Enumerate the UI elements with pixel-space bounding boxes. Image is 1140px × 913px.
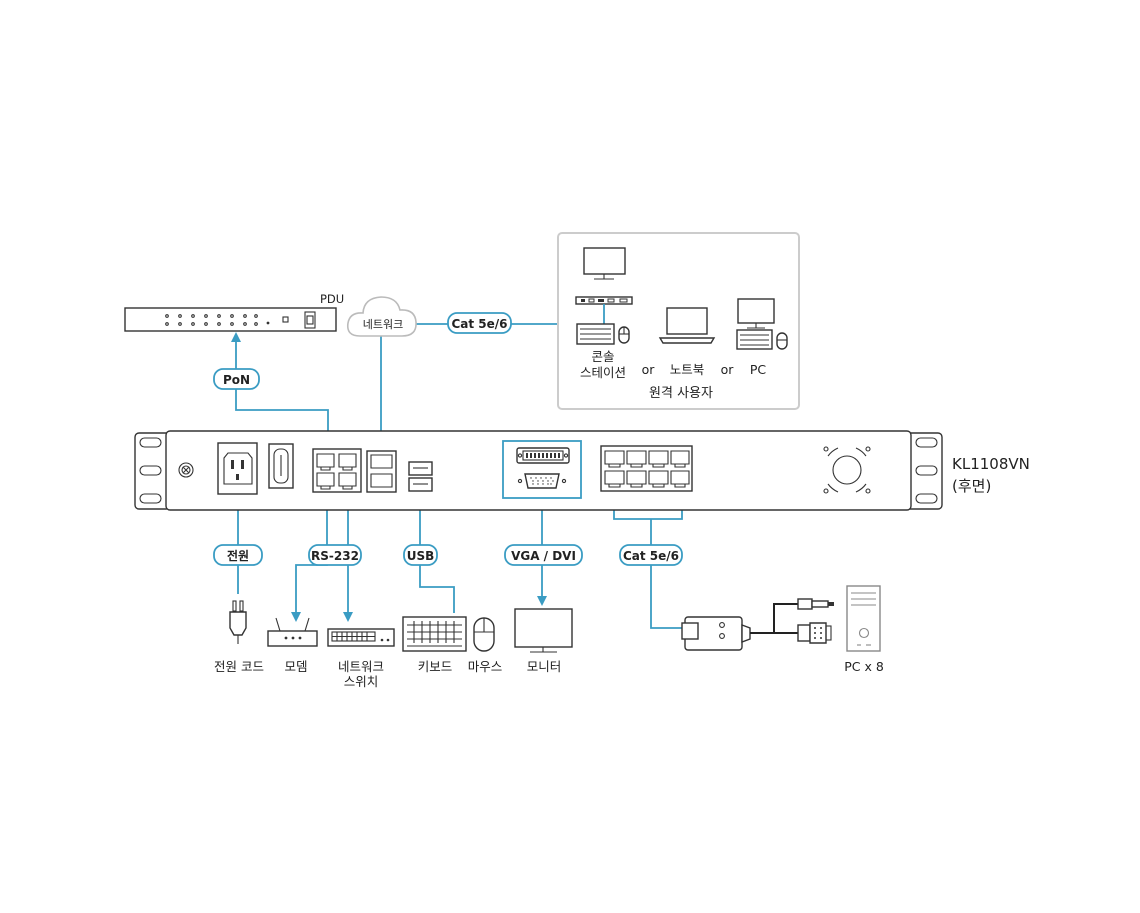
- monitor-label: 모니터: [527, 659, 562, 674]
- rs232-ports: [312, 448, 362, 493]
- rs232-pill-label: RS-232: [311, 549, 359, 563]
- fan-icon: [823, 446, 871, 494]
- cloud-icon: [346, 296, 417, 337]
- pdu-icon: [124, 307, 337, 332]
- mouse-icon: [473, 617, 495, 652]
- or-label-2: or: [721, 362, 735, 377]
- power-plug-icon: [229, 600, 247, 644]
- mouse-label: 마우스: [468, 659, 503, 674]
- usb-ports: [408, 461, 433, 492]
- kvm-ports: [600, 445, 693, 492]
- console-keyboard-icon: [576, 323, 615, 345]
- console-monitor-icon: [583, 247, 626, 280]
- kvm-module-icon: [575, 296, 633, 305]
- kvm-switch-rear-panel: [134, 430, 943, 511]
- laptop-icon: [658, 307, 716, 344]
- cat-bottom-pill-label: Cat 5e/6: [623, 549, 679, 563]
- cat-top-pill: Cat 5e/6: [447, 312, 512, 334]
- pc-icon: [736, 298, 788, 350]
- power-switch-icon: [268, 443, 294, 489]
- lan-ports: [366, 450, 397, 493]
- cat-bottom-pill: Cat 5e/6: [619, 544, 683, 566]
- pc-remote-label: PC: [750, 362, 767, 377]
- model-sub-label: (후면): [952, 477, 991, 495]
- ground-screw-icon: [178, 462, 194, 478]
- modem-label: 모뎀: [284, 659, 307, 674]
- rs232-pill: RS-232: [308, 544, 362, 566]
- console-label-1: 콘솔: [591, 349, 614, 364]
- kvm-adapter-icon: [681, 598, 834, 651]
- remote-user-label: 원격 사용자: [649, 386, 713, 401]
- pon-label: PoN: [223, 373, 250, 387]
- net-switch-label-1: 네트워크: [338, 659, 384, 674]
- power-cord-label: 전원 코드: [214, 659, 264, 674]
- network-switch-icon: [327, 628, 395, 647]
- notebook-label: 노트북: [670, 362, 705, 377]
- vga-dvi-pill: VGA / DVI: [504, 544, 583, 566]
- vga-dvi-pill-label: VGA / DVI: [511, 549, 576, 563]
- power-pill: 전원: [213, 544, 263, 566]
- model-label: KL1108VN: [952, 455, 1030, 473]
- video-ports: [502, 440, 582, 499]
- usb-pill-label: USB: [407, 549, 435, 563]
- keyboard-label: 키보드: [418, 659, 453, 674]
- pon-pill: PoN: [213, 368, 260, 390]
- power-inlet-icon: [217, 442, 258, 495]
- monitor-icon: [514, 608, 573, 653]
- console-label-2: 스테이션: [580, 365, 626, 380]
- pdu-label: PDU: [320, 292, 344, 306]
- power-pill-label: 전원: [227, 548, 249, 563]
- net-switch-label-2: 스위치: [344, 674, 379, 689]
- pc-tower-icon: [846, 585, 881, 652]
- usb-pill: USB: [403, 544, 438, 566]
- or-label-1: or: [642, 362, 656, 377]
- console-mouse-icon: [618, 326, 630, 344]
- modem-icon: [267, 617, 318, 647]
- keyboard-icon: [402, 616, 467, 652]
- cat-top-label: Cat 5e/6: [451, 317, 507, 331]
- cloud-label: 네트워크: [363, 318, 403, 331]
- pc-x8-label: PC x 8: [844, 659, 884, 674]
